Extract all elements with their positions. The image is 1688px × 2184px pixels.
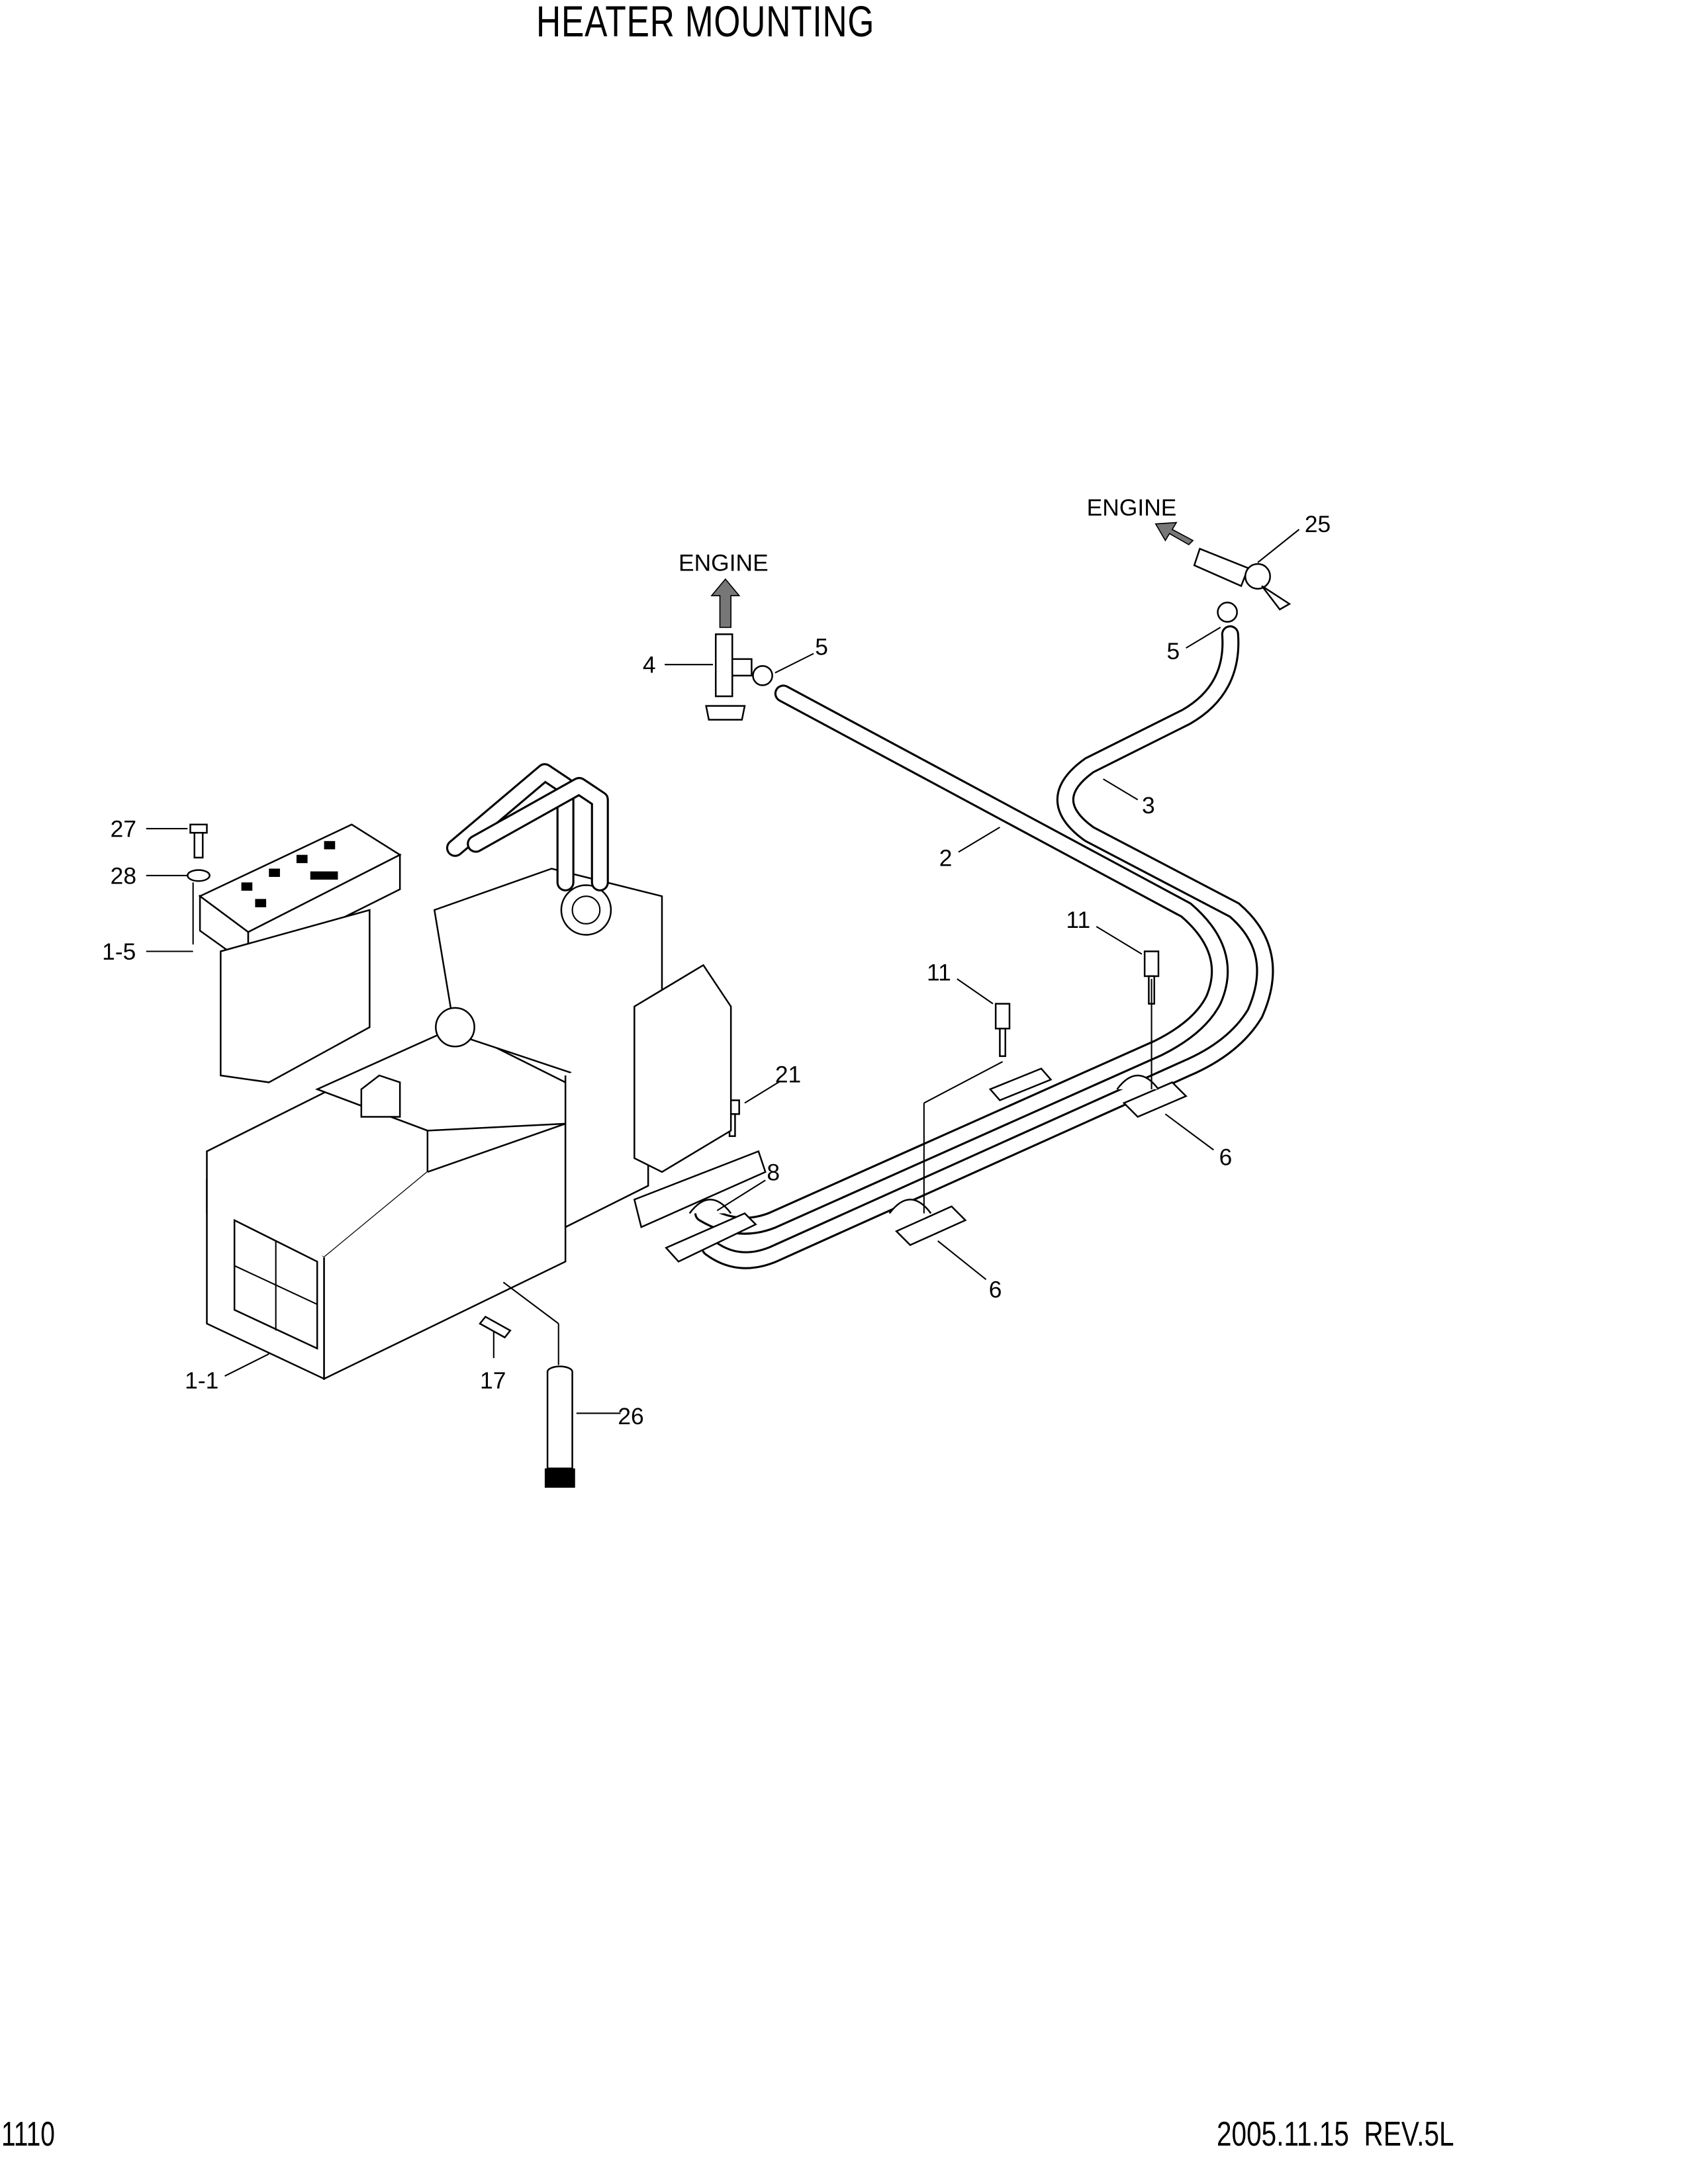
label-part-6a: 6 <box>1219 1144 1233 1170</box>
label-part-28: 28 <box>111 862 136 889</box>
clamp-6b <box>1116 1074 1188 1118</box>
label-part-11a: 11 <box>1066 907 1090 933</box>
screw-27 <box>189 823 208 859</box>
label-part-4: 4 <box>643 652 656 678</box>
clamp-8 <box>665 1199 757 1263</box>
label-part-3: 3 <box>1142 792 1155 819</box>
label-engine-right: ENGINE <box>1087 494 1177 521</box>
page-number: 1110 <box>1 2115 55 2154</box>
label-part-21: 21 <box>775 1061 801 1087</box>
label-part-5b: 5 <box>1167 638 1180 664</box>
washer-28 <box>187 869 211 882</box>
label-part-11b: 11 <box>927 959 951 985</box>
revision-date: 2005.11.15 REV.5L <box>1217 2115 1454 2154</box>
hose-2 <box>694 684 1229 1235</box>
engine-arrow-right <box>1154 522 1194 545</box>
label-part-26: 26 <box>618 1403 643 1430</box>
bolt-17 <box>479 1315 512 1339</box>
clamp-11a <box>988 1068 1053 1101</box>
heater-unit <box>206 763 767 1381</box>
control-panel <box>198 823 402 1083</box>
label-part-8: 8 <box>767 1159 780 1185</box>
drain-tube-26 <box>544 1365 575 1488</box>
label-part-17: 17 <box>480 1367 506 1394</box>
label-part-1-1: 1-1 <box>185 1367 218 1394</box>
label-part-27: 27 <box>111 816 136 842</box>
valve-4 <box>705 633 773 721</box>
bolt-11a <box>994 1003 1011 1058</box>
engine-arrow-left <box>710 578 741 628</box>
clamp-6a <box>888 1199 967 1246</box>
label-part-1-5: 1-5 <box>102 938 136 965</box>
label-engine-left: ENGINE <box>679 549 769 576</box>
hose-3 <box>701 625 1274 1269</box>
leader-lines <box>146 529 1300 1414</box>
valve-25 <box>1193 547 1291 623</box>
page-title: HEATER MOUNTING <box>536 0 875 46</box>
label-part-6b: 6 <box>989 1276 1002 1302</box>
label-part-25: 25 <box>1305 511 1331 537</box>
label-part-5a: 5 <box>815 634 828 660</box>
label-part-2: 2 <box>939 844 953 871</box>
